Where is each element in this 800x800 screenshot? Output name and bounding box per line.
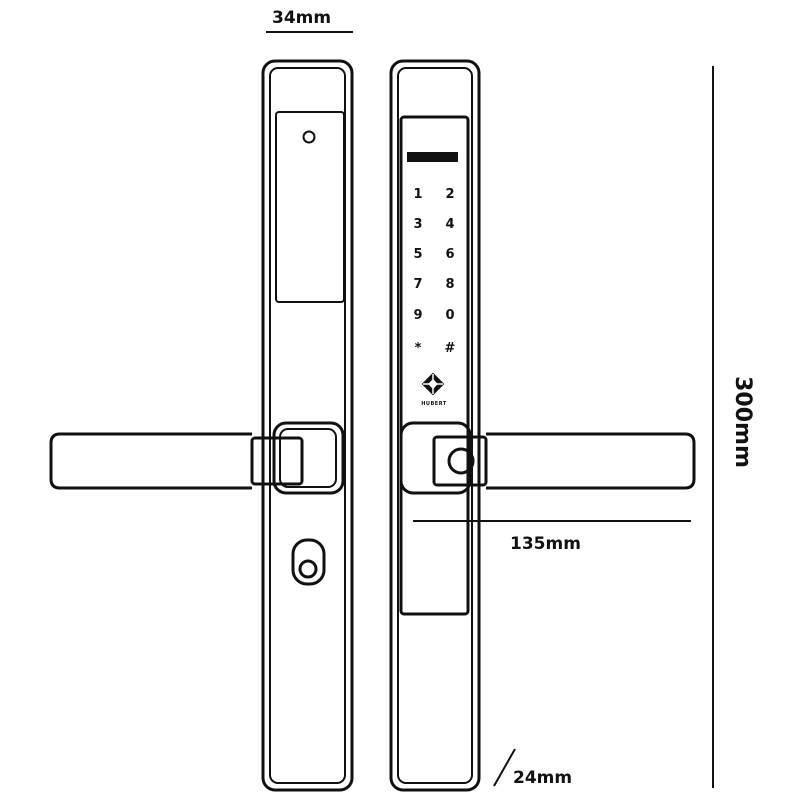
thumb-turn [291,538,326,586]
interior-plate-outer [261,59,354,792]
brand-logo-icon [421,372,445,396]
interior-lock-body [49,59,354,792]
keypad-key[interactable]: 5 [413,247,422,262]
depth-dimension: 24mm [493,748,572,788]
handle-length-dimension: 135mm [413,520,691,554]
keypad-key[interactable]: 4 [445,217,454,232]
battery-cover [275,111,345,303]
brand-name: HUBERT [421,401,447,407]
handle-length-label: 135mm [510,534,581,554]
interior-handle-rosette-inner [279,428,337,488]
battery-cover-screw-icon [302,130,316,144]
interior-handle-neck [250,436,304,486]
exterior-handle-rosette [399,421,472,495]
height-dimension: 300mm [712,66,755,788]
depth-dimension-label: 24mm [513,768,572,788]
brand-logo: HUBERT [421,372,447,407]
keypad-key[interactable]: 8 [445,277,454,292]
thumb-turn-knob [298,559,318,579]
display-strip [407,152,458,162]
keypad-key[interactable]: 7 [413,277,422,292]
width-dimension-label: 34mm [272,8,331,28]
keypad-key[interactable]: 1 [413,187,422,202]
fingerprint-sensor-icon [447,447,475,475]
exterior-handle [399,421,696,495]
exterior-plate-inner [397,67,473,784]
keypad-key[interactable]: 3 [413,217,422,232]
interior-plate-inner [269,67,346,784]
keypad-key[interactable]: 6 [445,247,454,262]
exterior-lock-body: 1 2 3 4 5 6 7 8 9 0 * # HUBERT [389,59,696,792]
keypad-key[interactable]: # [445,341,456,356]
exterior-handle-lever [486,432,696,490]
interior-handle-rosette [272,421,345,495]
keypad-key[interactable]: 0 [445,308,454,323]
keypad: 1 2 3 4 5 6 7 8 9 0 * # [413,187,455,356]
width-dimension: 34mm [266,8,353,33]
keypad-key[interactable]: 2 [445,187,454,202]
fingerprint-housing [432,435,488,487]
height-dimension-label: 300mm [730,376,755,468]
keypad-panel [399,115,470,616]
exterior-plate-outer [389,59,481,792]
depth-dimension-line [493,748,516,787]
interior-handle-lever [49,432,252,490]
interior-handle [49,421,345,495]
keypad-key[interactable]: 9 [413,308,422,323]
keypad-key[interactable]: * [415,341,422,356]
